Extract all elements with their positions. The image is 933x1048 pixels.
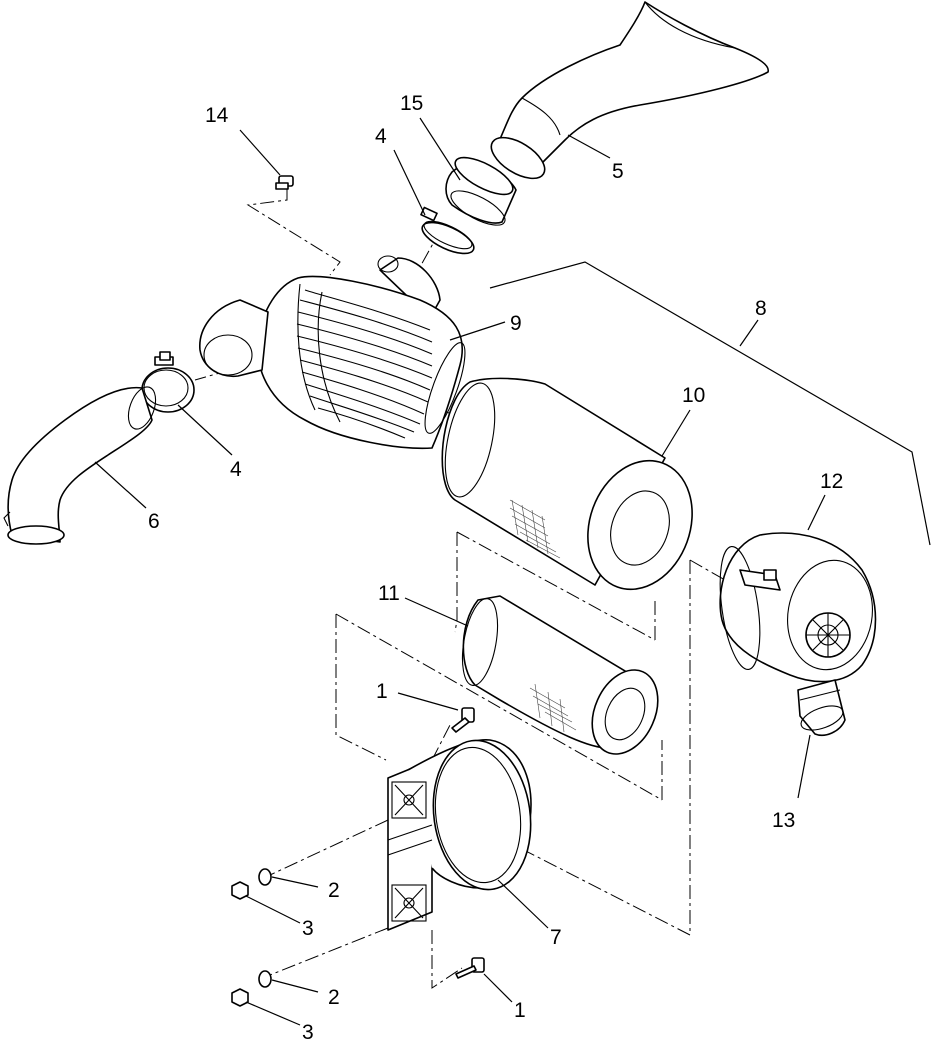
callout-1-lower: 1 [514, 999, 526, 1022]
intake-hose-part-5 [490, 1, 769, 180]
callout-leaders [94, 117, 826, 1026]
bolt-part-1-upper [451, 707, 475, 733]
mounting-band-part-7 [387, 739, 532, 931]
callout-12: 12 [820, 470, 843, 493]
callout-3-upper: 3 [302, 917, 314, 940]
screw-part-14 [275, 175, 294, 190]
callout-4-lower: 4 [230, 458, 242, 481]
washer-part-2-lower [258, 970, 272, 988]
assembly-lines [194, 188, 726, 989]
callout-5: 5 [612, 160, 624, 183]
callout-8: 8 [755, 297, 767, 320]
callout-6: 6 [148, 510, 160, 533]
callout-9: 9 [510, 312, 522, 335]
coupling-sleeve-part-15 [445, 156, 517, 226]
callout-14: 14 [205, 104, 229, 127]
air-cleaner-housing-part-9 [199, 255, 466, 450]
inner-filter-part-11 [461, 595, 659, 755]
dust-valve-part-13 [797, 679, 846, 736]
callout-3-lower: 3 [302, 1021, 314, 1044]
callout-2-lower: 2 [328, 986, 340, 1009]
callout-4-upper: 4 [375, 125, 387, 148]
nut-part-3-upper [231, 881, 249, 900]
washer-part-2-upper [258, 868, 272, 886]
outer-filter-part-10 [441, 377, 693, 591]
elbow-hose-part-6 [3, 386, 157, 545]
nut-part-3-lower [231, 988, 249, 1007]
callout-1-upper: 1 [376, 680, 388, 703]
callout-11: 11 [378, 582, 400, 605]
callout-15: 15 [400, 92, 423, 115]
callout-10: 10 [682, 384, 705, 407]
assembly-bracket-part-8 [489, 261, 931, 546]
callout-2-upper: 2 [328, 879, 340, 902]
callout-7: 7 [550, 926, 562, 949]
bolt-part-1-lower [455, 957, 485, 979]
callout-labels: 14 15 4 5 9 8 4 6 10 12 11 1 13 2 3 7 2 … [148, 92, 843, 1044]
callout-13: 13 [772, 809, 795, 832]
hose-clamp-part-4-upper [420, 206, 475, 255]
air-cleaner-cover-part-12 [719, 532, 877, 683]
hose-clamp-part-4-lower [141, 351, 195, 413]
